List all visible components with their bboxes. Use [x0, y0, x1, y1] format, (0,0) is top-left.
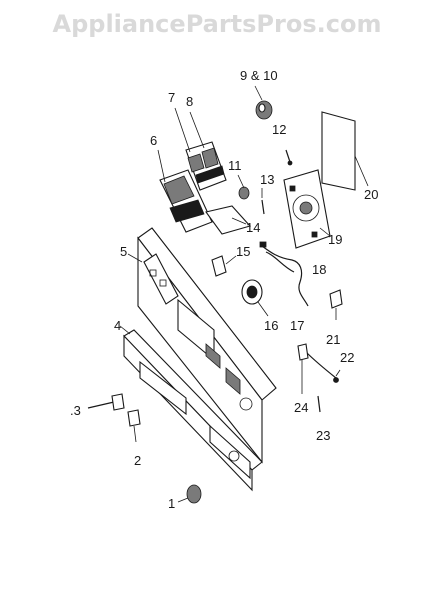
part-20-wiring-sheet[interactable] — [321, 111, 369, 191]
part-2-knob[interactable] — [127, 409, 141, 443]
callout-2: 2 — [134, 453, 141, 468]
callout-5: 5 — [120, 244, 127, 259]
callout-6: 6 — [150, 133, 157, 148]
callout-14: 14 — [246, 220, 260, 235]
callout-8: 8 — [186, 94, 193, 109]
part-24-terminal[interactable] — [297, 343, 309, 394]
callout-21: 21 — [326, 332, 340, 347]
callout-20: 20 — [364, 187, 378, 202]
watermark: AppliancePartsPros.com — [52, 10, 382, 38]
callout-12: 12 — [272, 122, 286, 137]
part-19-timer[interactable] — [283, 169, 331, 249]
part-4-front-bezel[interactable] — [119, 325, 263, 492]
part-22-wire-lead[interactable] — [305, 351, 341, 383]
callout-9-10: 9 & 10 — [240, 68, 278, 83]
callout-15: 15 — [236, 244, 250, 259]
part-6-control-board[interactable] — [157, 149, 213, 233]
callout-1: 1 — [168, 496, 175, 511]
callout-24: 24 — [294, 400, 308, 415]
callout-16: 16 — [264, 318, 278, 333]
part-15-clip[interactable] — [211, 255, 237, 277]
part-11-connector[interactable] — [237, 174, 250, 200]
part-5-control-panel[interactable] — [127, 227, 277, 464]
callout-23: 23 — [316, 428, 330, 443]
callout-17: 17 — [290, 318, 304, 333]
callout-13: 13 — [260, 172, 274, 187]
part-12-screw[interactable] — [285, 149, 293, 166]
callout-18: 18 — [312, 262, 326, 277]
callout-4: 4 — [114, 318, 121, 333]
part-16-ring[interactable] — [241, 279, 269, 317]
callout-11: 11 — [228, 158, 242, 173]
callout-7: 7 — [168, 90, 175, 105]
part-9-10-knob[interactable] — [254, 85, 273, 120]
part-3-screw[interactable] — [87, 393, 125, 411]
callout-3: .3 — [70, 403, 81, 418]
part-7-8-switch-block[interactable] — [174, 107, 227, 191]
part-23-pin[interactable] — [317, 395, 321, 413]
part-21-clip[interactable] — [329, 289, 343, 320]
part-14-insulator[interactable] — [205, 205, 251, 235]
callout-22: 22 — [340, 350, 354, 365]
part-1-selector-knob[interactable] — [177, 484, 202, 504]
part-13-spring[interactable] — [261, 188, 265, 215]
part-18-wire-harness[interactable] — [259, 241, 309, 307]
callout-19: 19 — [328, 232, 342, 247]
